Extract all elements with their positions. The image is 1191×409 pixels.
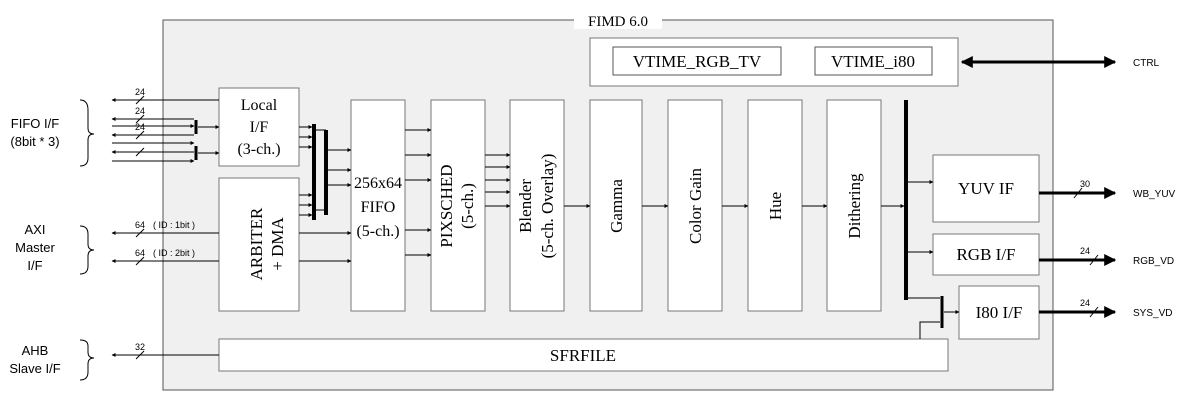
arbiter-dma-label-2: + DMA xyxy=(268,217,287,271)
arbiter-dma-block xyxy=(218,177,300,312)
rgb-if-label: RGB I/F xyxy=(956,245,1015,264)
sys-vd-signal-label: SYS_VD xyxy=(1133,308,1172,319)
sys-vd-width: 24 xyxy=(1080,298,1090,308)
fifo-if-group-label-1: FIFO I/F xyxy=(11,116,59,131)
blender-label-2: (5-ch. Overlay) xyxy=(538,154,557,259)
fimd-title: FIMD 6.0 xyxy=(588,14,648,30)
pixsched-label-2: (5-ch.) xyxy=(458,183,477,229)
vtime-i80-label: VTIME_i80 xyxy=(831,52,915,71)
fifo-block xyxy=(350,99,406,312)
sfrfile-block xyxy=(218,338,949,372)
ahb-width: 32 xyxy=(135,342,145,352)
axi-master-brace xyxy=(79,225,95,275)
rgb-vd-signal-label: RGB_VD xyxy=(1133,256,1174,267)
wb-yuv-width: 30 xyxy=(1080,179,1090,189)
dithering-label: Dithering xyxy=(845,173,864,239)
arbiter-dma-label-1: ARBITER xyxy=(247,207,266,280)
gamma-label: Gamma xyxy=(607,179,626,233)
color-gain-label: Color Gain xyxy=(686,167,705,244)
fifo-label-1: 256x64 xyxy=(354,175,402,192)
fifo-width-2: 24 xyxy=(135,106,145,116)
axi-id-1bit-annotation: ( ID : 1bit ) xyxy=(153,220,195,230)
local-if-label-2: I/F xyxy=(250,119,269,136)
axi-master-group-label-2: Master xyxy=(15,240,55,255)
dithering-block xyxy=(826,99,882,312)
sfrfile-label: SFRFILE xyxy=(550,346,616,365)
yuv-if-block xyxy=(932,154,1040,223)
axi-master-group-label-1: AXI xyxy=(25,222,46,237)
axi-id-2bit-annotation: ( ID : 2bit ) xyxy=(153,248,195,258)
local-if-label-3: (3-ch.) xyxy=(237,141,280,158)
local-if-label-1: Local xyxy=(241,97,278,114)
axi-width-1: 64 xyxy=(135,220,145,230)
ahb-slave-group-label-2: Slave I/F xyxy=(9,361,60,376)
fifo-width-3: 24 xyxy=(135,122,145,132)
rgb-if-block xyxy=(932,233,1040,276)
ctrl-signal-label: CTRL xyxy=(1133,58,1160,69)
axi-width-2: 64 xyxy=(135,248,145,258)
hue-block xyxy=(747,99,803,312)
pixsched-label-1: PIXSCHED xyxy=(437,164,456,247)
fifo-if-brace xyxy=(79,99,95,167)
yuv-if-label: YUV IF xyxy=(958,179,1014,198)
i80-if-label: I80 I/F xyxy=(976,303,1023,322)
rgb-vd-width: 24 xyxy=(1080,246,1090,256)
vtime-rgb-tv-block xyxy=(612,46,782,76)
wb-yuv-signal-label: WB_YUV xyxy=(1133,189,1176,200)
ahb-slave-brace xyxy=(79,339,95,381)
hue-label: Hue xyxy=(766,192,785,220)
ahb-slave-group-label-1: AHB xyxy=(22,343,49,358)
vtime-rgb-tv-label: VTIME_RGB_TV xyxy=(633,52,762,71)
fifo-label-3: (5-ch.) xyxy=(356,223,399,240)
axi-master-group-label-3: I/F xyxy=(27,258,42,273)
fifo-label-2: FIFO xyxy=(361,199,396,216)
fifo-if-group-label-2: (8bit * 3) xyxy=(10,134,59,149)
blender-label-1: Blender xyxy=(516,179,535,233)
vtime-i80-block xyxy=(814,46,933,76)
i80-if-block xyxy=(958,285,1040,340)
fifo-width-1: 24 xyxy=(135,87,145,97)
